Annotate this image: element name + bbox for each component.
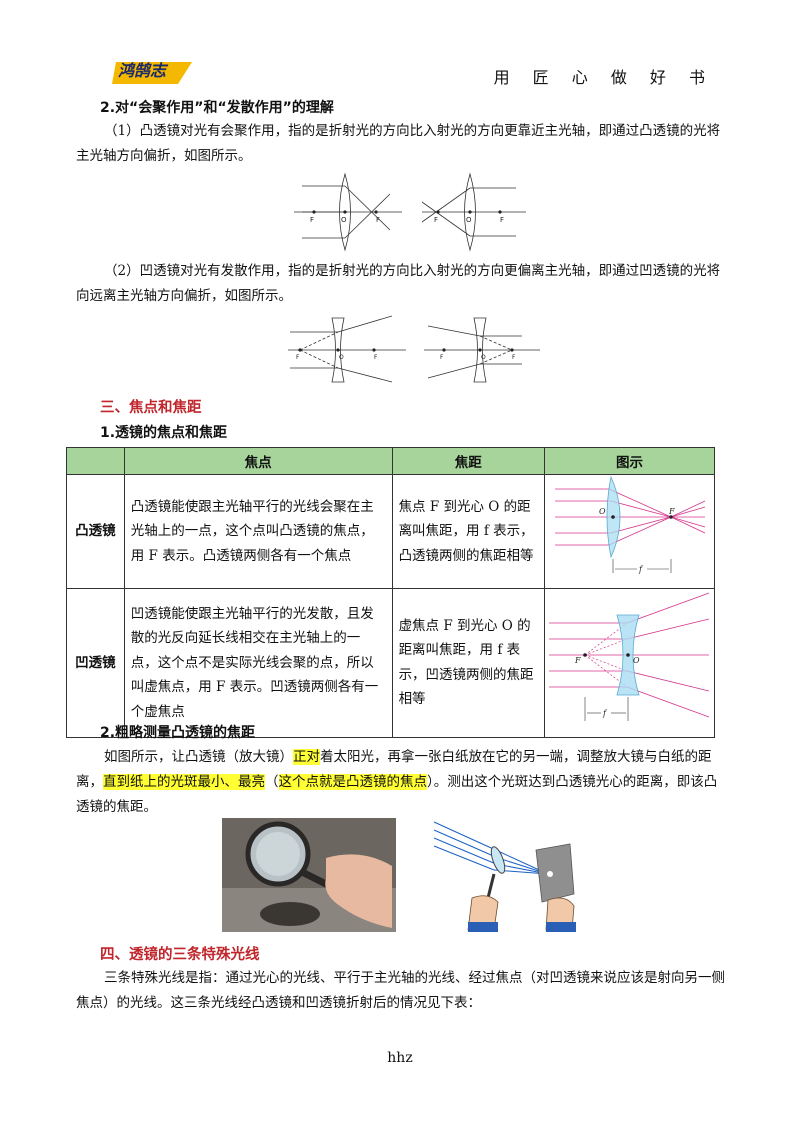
paragraph-convex: （1）凸透镜对光有会聚作用，指的是折射光的方向比入射光的方向更靠近主光轴，即通过… — [76, 123, 721, 164]
label-focal-length: f — [638, 565, 644, 574]
subheading-focus-length: 1.透镜的焦点和焦距 — [100, 425, 228, 441]
section-heading-focus: 三、焦点和焦距 — [100, 400, 202, 416]
cell-convex-focus: 凸透镜能使跟主光轴平行的光线会聚在主光轴上的一点，这个点叫凸透镜的焦点，用 F … — [123, 474, 393, 589]
table-row-convex: 凸透镜 凸透镜能使跟主光轴平行的光线会聚在主光轴上的一点，这个点叫凸透镜的焦点，… — [66, 474, 716, 589]
label-o: O — [341, 216, 347, 224]
subheading-measure: 2.粗略测量凸透镜的焦距 — [100, 725, 256, 741]
label-f: F — [440, 354, 444, 361]
label-f: F — [574, 656, 581, 665]
logo-text: 鸿鹄志 — [118, 61, 169, 80]
label-o: O — [466, 216, 472, 224]
row-label-convex: 凸透镜 — [66, 474, 125, 589]
cell-concave-focus: 凹透镜能使跟主光轴平行的光发散，且发散的光反向延长线相交在主光轴上的一点，这个点… — [123, 587, 393, 738]
table-header-focal-length: 焦距 — [391, 447, 545, 475]
section-heading-converge: 2.对“会聚作用”和“发散作用”的理解 — [100, 100, 334, 116]
cell-concave-figure: F O f — [543, 587, 716, 738]
lens-focus-illustration — [433, 821, 576, 932]
label-o: O — [633, 656, 640, 665]
label-o: O — [339, 354, 344, 361]
label-f: F — [512, 354, 516, 361]
label-o: O — [599, 507, 606, 516]
label-f: F — [434, 216, 438, 224]
magnifier-sunlight-photo — [222, 818, 396, 932]
table-row-concave: 凹透镜 凹透镜能使跟主光轴平行的光发散，且发散的光反向延长线相交在主光轴上的一点… — [66, 587, 716, 738]
paragraph-measure: 如图所示，让凸透镜（放大镜）正对着太阳光，再拿一张白纸放在它的另一端，调整放大镜… — [76, 749, 718, 815]
paragraph-special-rays: 三条特殊光线是指：通过光心的光线、平行于主光轴的光线、经过焦点（对凹透镜来说应该… — [76, 970, 725, 1011]
table-header-figure: 图示 — [543, 447, 716, 475]
row-label-concave: 凹透镜 — [66, 587, 125, 738]
paragraph-concave: （2）凹透镜对光有发散作用，指的是折射光的方向比入射光的方向更偏离主光轴，即通过… — [76, 263, 721, 304]
concave-lens-figures: F O F F O F — [288, 315, 540, 383]
publisher-logo: 鸿鹄志 — [108, 56, 194, 86]
section-heading-special-rays: 四、透镜的三条特殊光线 — [100, 947, 260, 963]
label-focal-length: f — [602, 709, 608, 718]
convex-lens-figures: F O F F O F — [294, 172, 526, 252]
label-f: F — [374, 354, 378, 361]
page-footer: hhz — [387, 1050, 413, 1066]
label-f: F — [668, 507, 675, 516]
header-slogan: 用 匠 心 做 好 书 — [493, 68, 714, 87]
concave-focus-diagram: F O f — [548, 592, 710, 721]
label-f: F — [296, 354, 300, 361]
cell-convex-figure: O F f — [543, 474, 716, 589]
cell-concave-focal: 虚焦点 F 到光心 O 的距离叫焦距，用 f 表示，凹透镜两侧的焦距相等 — [391, 587, 545, 738]
label-f: F — [500, 216, 504, 224]
convex-focus-diagram: O F f — [554, 475, 706, 574]
cell-convex-focal: 焦点 F 到光心 O 的距离叫焦距，用 f 表示，凸透镜两侧的焦距相等 — [391, 474, 545, 589]
label-f: F — [376, 216, 380, 224]
table-header-focus: 焦点 — [123, 447, 393, 475]
label-o: O — [481, 354, 486, 361]
focus-table: 焦点 焦距 图示 凸透镜 凸透镜能使跟主光轴平行的光线会聚在主光轴上的一点，这个… — [66, 447, 716, 738]
label-f: F — [310, 216, 314, 224]
table-header-blank — [66, 447, 125, 475]
